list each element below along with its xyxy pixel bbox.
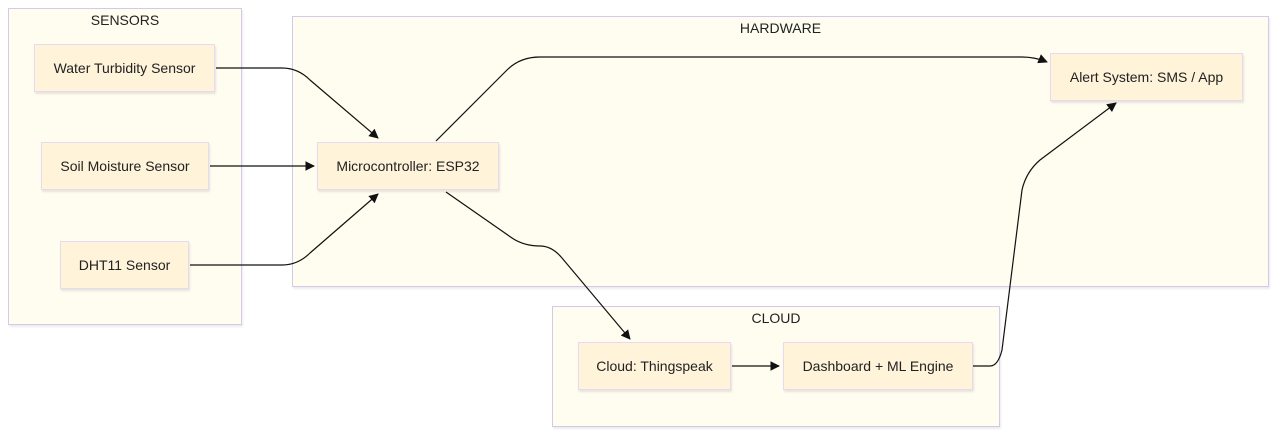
edge-water-turbidity-to-microcontroller [216,67,379,139]
edge-microcontroller-to-alert-system [435,54,1048,142]
cloud-cluster-title: CLOUD [751,310,801,326]
microcontroller-node: Microcontroller: ESP32 [317,142,499,190]
edge-dashboard-ml-to-alert-system [973,102,1117,367]
water-turbidity-sensor-node: Water Turbidity Sensor [34,44,215,92]
edge-dht11-to-microcontroller [190,193,379,266]
edge-microcontroller-to-cloud-thingspeak [445,191,631,340]
dht11-sensor-node: DHT11 Sensor [60,241,189,289]
hardware-cluster-title: HARDWARE [739,20,822,36]
dashboard-ml-engine-node: Dashboard + ML Engine [783,342,973,390]
cloud-thingspeak-node: Cloud: Thingspeak [578,342,731,390]
sensors-cluster-title: SENSORS [90,12,160,28]
soil-moisture-sensor-node: Soil Moisture Sensor [41,142,209,190]
alert-system-node: Alert System: SMS / App [1050,53,1243,101]
